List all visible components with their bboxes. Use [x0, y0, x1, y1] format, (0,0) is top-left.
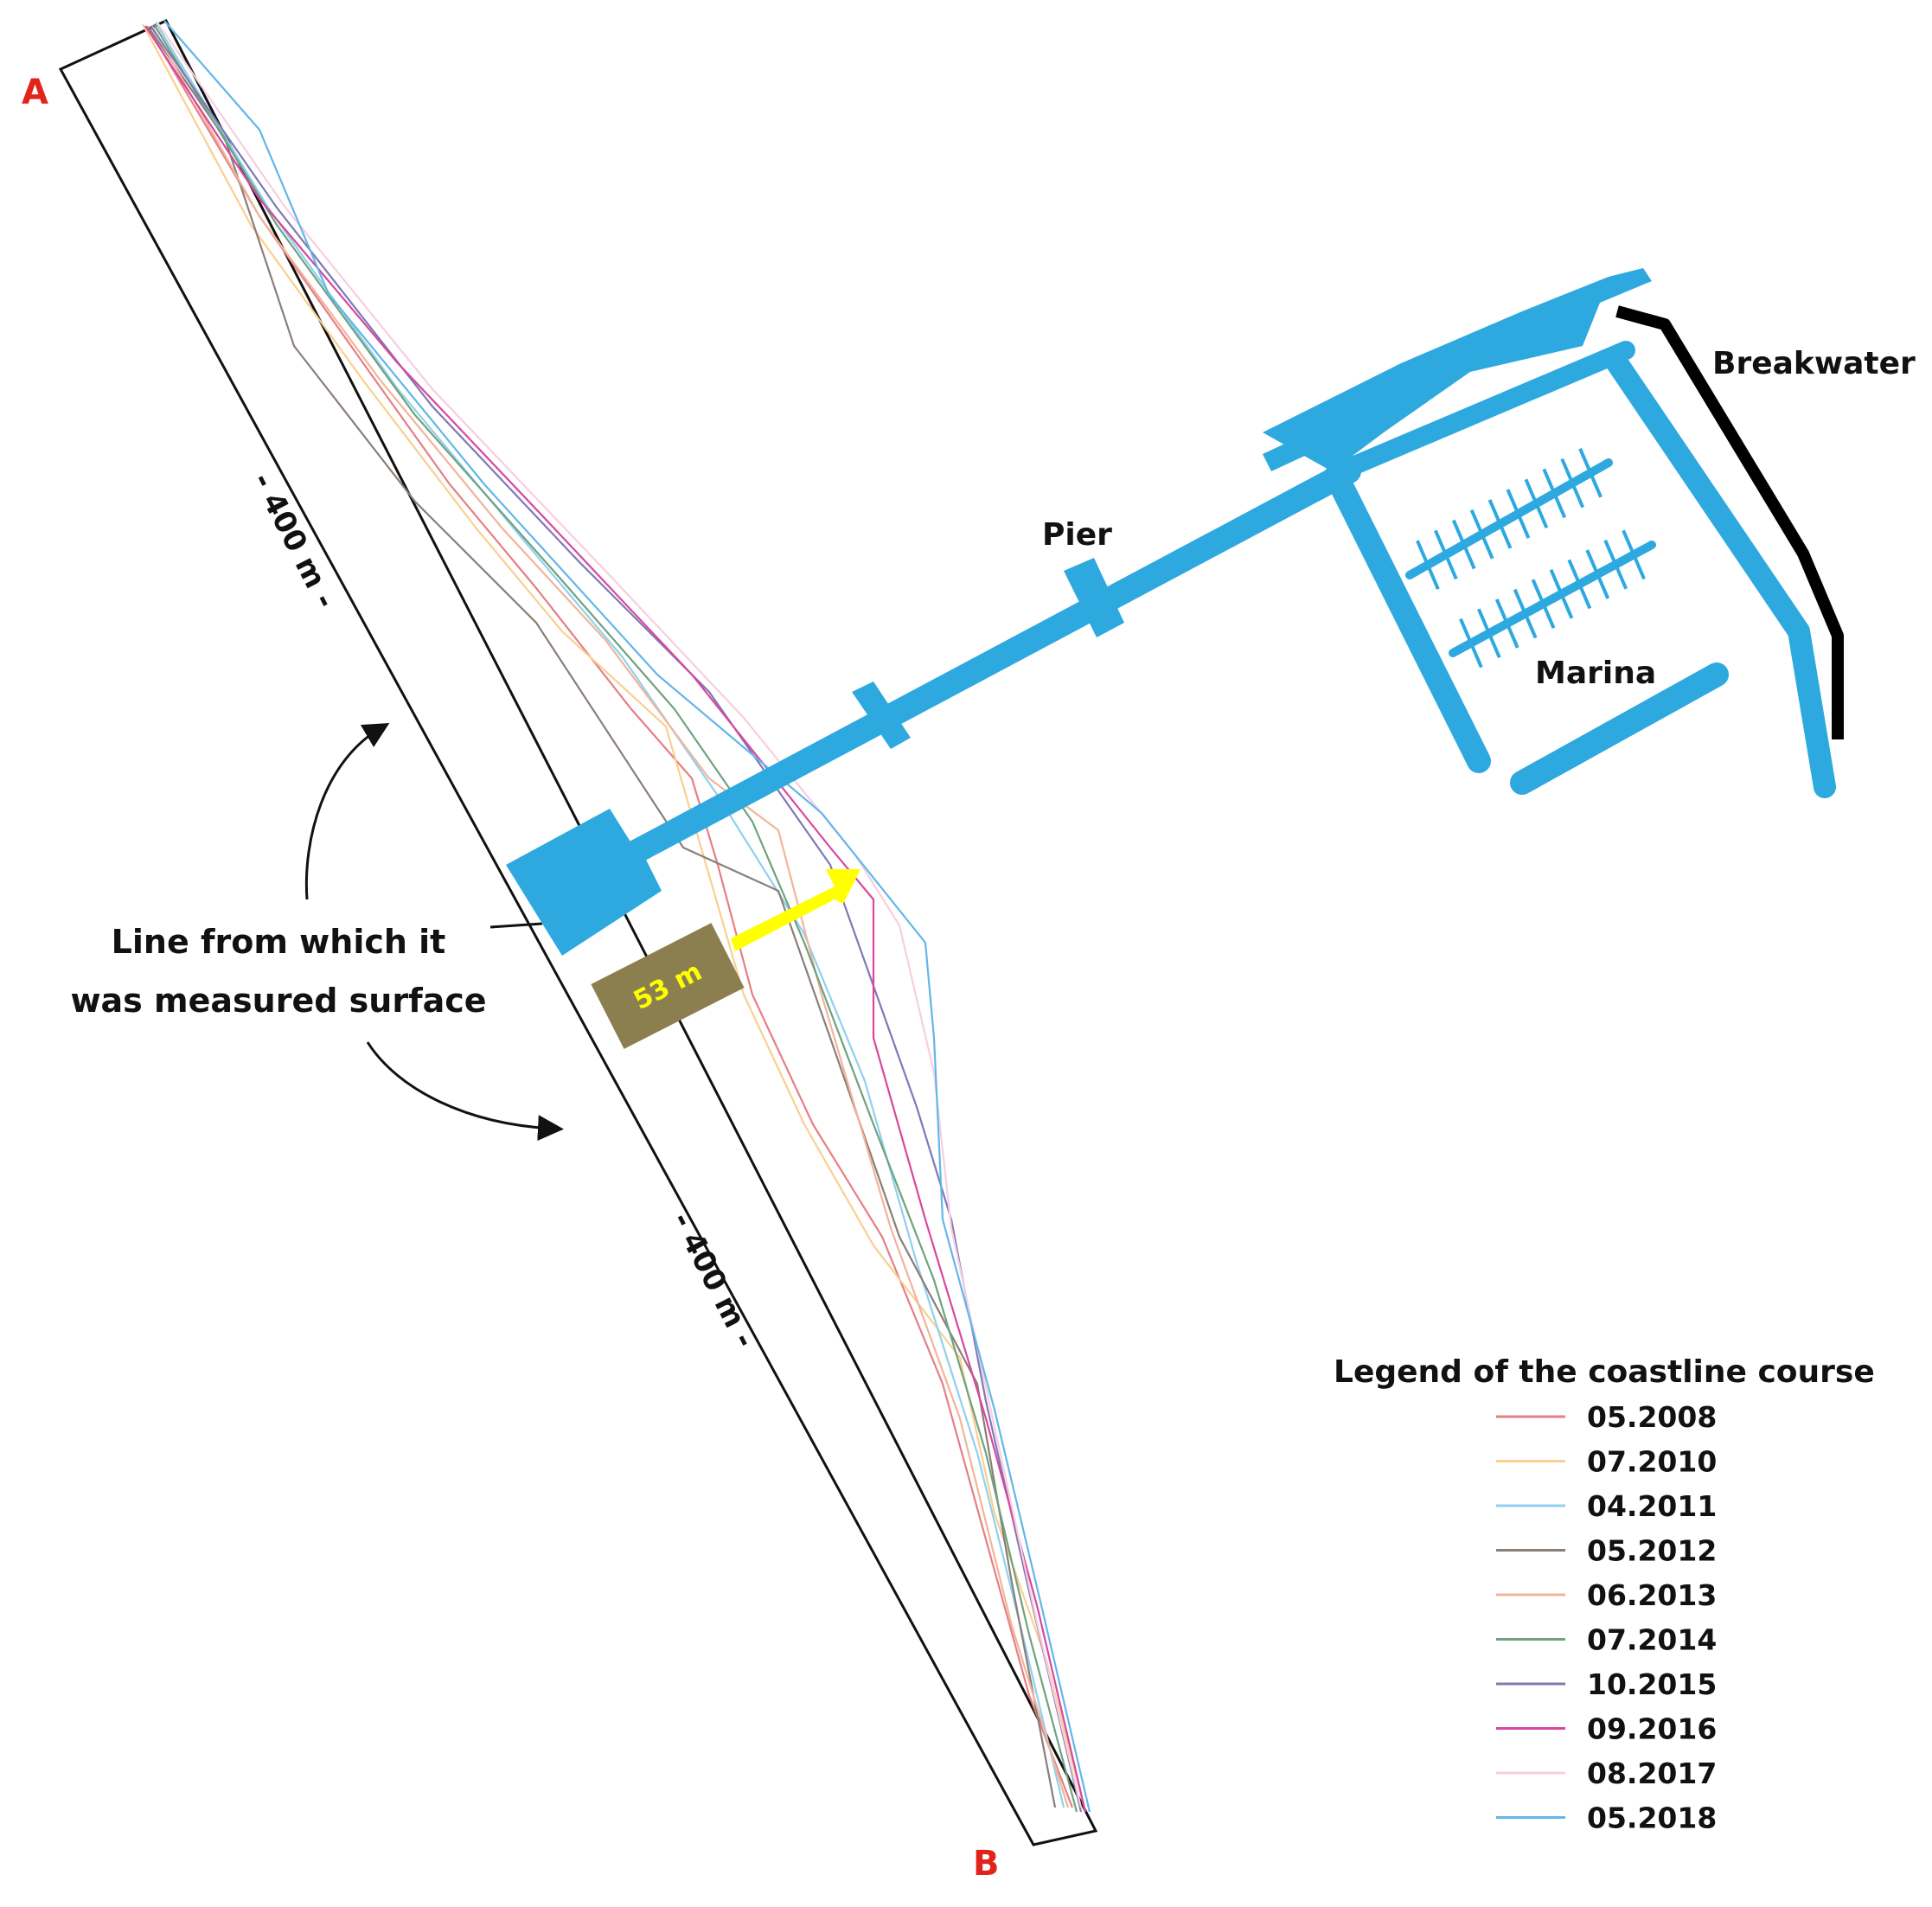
jetty-upper [1405, 458, 1613, 579]
jetty-finger [1603, 539, 1628, 590]
legend-title: Legend of the coastline course [1334, 1354, 1875, 1390]
legend-item-label: 05.2012 [1587, 1534, 1717, 1568]
point-b-label: B [973, 1844, 1000, 1884]
jetty-finger [1476, 608, 1501, 659]
coastline-05-2018 [163, 20, 1091, 1813]
jetty-finger [1622, 529, 1646, 580]
legend-item-label: 05.2018 [1587, 1801, 1717, 1835]
legend-items: 05.2008 07.2010 04.2011 05.2012 06.2013 07.20… [1496, 1400, 1717, 1835]
coastline-08-2017 [157, 22, 1083, 1808]
jetty-finger [1494, 598, 1519, 649]
jetty-fingers [1416, 448, 1646, 669]
legend-item-label: 05.2008 [1587, 1400, 1717, 1434]
jetty-finger [1524, 478, 1549, 529]
jetty-finger [1549, 569, 1574, 619]
coastline-07-2014 [153, 23, 1078, 1813]
legend-item-label: 04.2011 [1587, 1489, 1717, 1523]
legend-item-label: 10.2015 [1587, 1667, 1717, 1701]
pier-base [506, 809, 662, 956]
jetty-lower [1449, 541, 1656, 657]
legend-item-label: 09.2016 [1587, 1712, 1717, 1746]
marina-label: Marina [1535, 656, 1656, 691]
coastline-07-2010 [142, 23, 1087, 1813]
breakwater [1615, 305, 1844, 739]
curved-arrow-up-icon [304, 722, 390, 900]
harbour [506, 268, 1836, 956]
jetty-finger [1542, 468, 1567, 519]
curved-arrow-right-icon [366, 1041, 564, 1142]
marina-bottom-wall [1510, 662, 1729, 795]
point-a-label: A [22, 73, 48, 112]
jetty-finger [1567, 559, 1592, 610]
jetty-finger [1469, 509, 1494, 560]
legend: Legend of the coastline course 05.2008 07… [1334, 1354, 1875, 1835]
pier-head-wing [1263, 398, 1392, 471]
measure-note-line-1: Line from which it [112, 923, 446, 961]
jetty-finger [1487, 499, 1513, 549]
coastline-05-2008 [146, 25, 1074, 1808]
jetty-finger [1451, 519, 1476, 570]
jetty-finger [1433, 529, 1458, 580]
jetty-finger [1578, 448, 1603, 498]
jetty-finger [1560, 458, 1585, 509]
marina-east-arm-end [1788, 620, 1836, 798]
legend-item-label: 08.2017 [1587, 1757, 1717, 1790]
pier-cross-1 [852, 682, 911, 749]
legend-item-label: 07.2014 [1587, 1623, 1717, 1657]
pier-stem [624, 459, 1361, 864]
coastline-05-2012 [148, 27, 1057, 1808]
jetty-finger [1459, 618, 1483, 669]
measure-note-line-2: was measured surface [70, 982, 486, 1020]
jetty-finger [1416, 540, 1440, 590]
distance-label-upper: - 400 m - [245, 467, 342, 614]
jetty-finger [1531, 579, 1556, 629]
breakwater-label: Breakwater [1712, 346, 1916, 381]
marina-east-arm [1606, 352, 1810, 643]
marina-top-wall [1331, 341, 1635, 481]
distance-label-lower: - 400 m - [664, 1206, 762, 1353]
pier-label: Pier [1042, 517, 1112, 553]
shift-arrow-icon [731, 869, 860, 951]
legend-item-label: 06.2013 [1587, 1578, 1717, 1612]
jetty-finger [1513, 588, 1538, 639]
legend-item-label: 07.2010 [1587, 1445, 1717, 1479]
measurement-strip [58, 19, 1098, 1846]
jetty-finger [1506, 489, 1531, 539]
shift-box: 53 m [591, 923, 745, 1049]
pier-cross-2 [1064, 558, 1124, 637]
coastline-04-2011 [155, 22, 1065, 1808]
coastline-10-2015 [150, 25, 1083, 1813]
jetty-finger [1585, 549, 1610, 599]
marina-left-wall [1324, 464, 1491, 773]
measurement-tick [489, 922, 543, 929]
